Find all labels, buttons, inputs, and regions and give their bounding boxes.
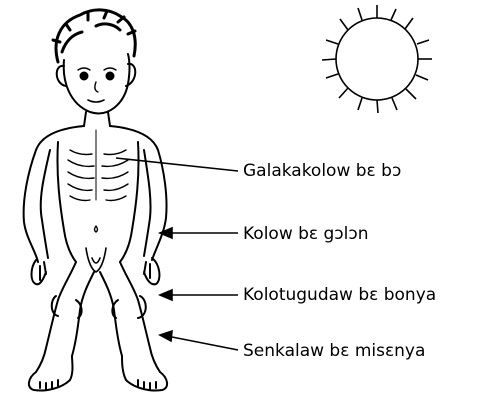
arrowhead-4 bbox=[160, 331, 172, 341]
arrowhead-3 bbox=[160, 290, 172, 300]
hair bbox=[53, 10, 135, 62]
eye-left bbox=[81, 73, 88, 80]
foot-left bbox=[29, 356, 73, 391]
sun-disc bbox=[336, 18, 418, 100]
mouth bbox=[88, 100, 104, 102]
arm-left bbox=[24, 126, 84, 262]
pointer-line-4 bbox=[172, 337, 238, 350]
groin bbox=[86, 248, 106, 272]
eye-right bbox=[107, 73, 114, 80]
label-thin-arms: Kolow bɛ gɔlɔn bbox=[243, 224, 368, 244]
leg-left bbox=[36, 262, 94, 372]
belly-button bbox=[95, 226, 98, 232]
hand-left bbox=[32, 260, 47, 284]
label-wasted-ribs: Galakakolow bɛ bɔ bbox=[243, 161, 401, 181]
nose bbox=[95, 82, 98, 92]
foot-right bbox=[122, 356, 167, 391]
pointer-line-1 bbox=[116, 158, 238, 171]
hand-right bbox=[144, 258, 159, 284]
face bbox=[64, 54, 130, 113]
torso bbox=[57, 142, 138, 262]
leg-right bbox=[100, 262, 160, 372]
ribs bbox=[68, 130, 128, 201]
label-thin-legs: Senkalaw bɛ misɛnya bbox=[243, 341, 425, 361]
pointer-lines bbox=[116, 158, 238, 350]
malnourished-child-figure bbox=[24, 10, 167, 391]
sun-icon bbox=[322, 5, 432, 113]
label-swollen-knees: Kolotugudaw bɛ bonya bbox=[243, 285, 436, 305]
